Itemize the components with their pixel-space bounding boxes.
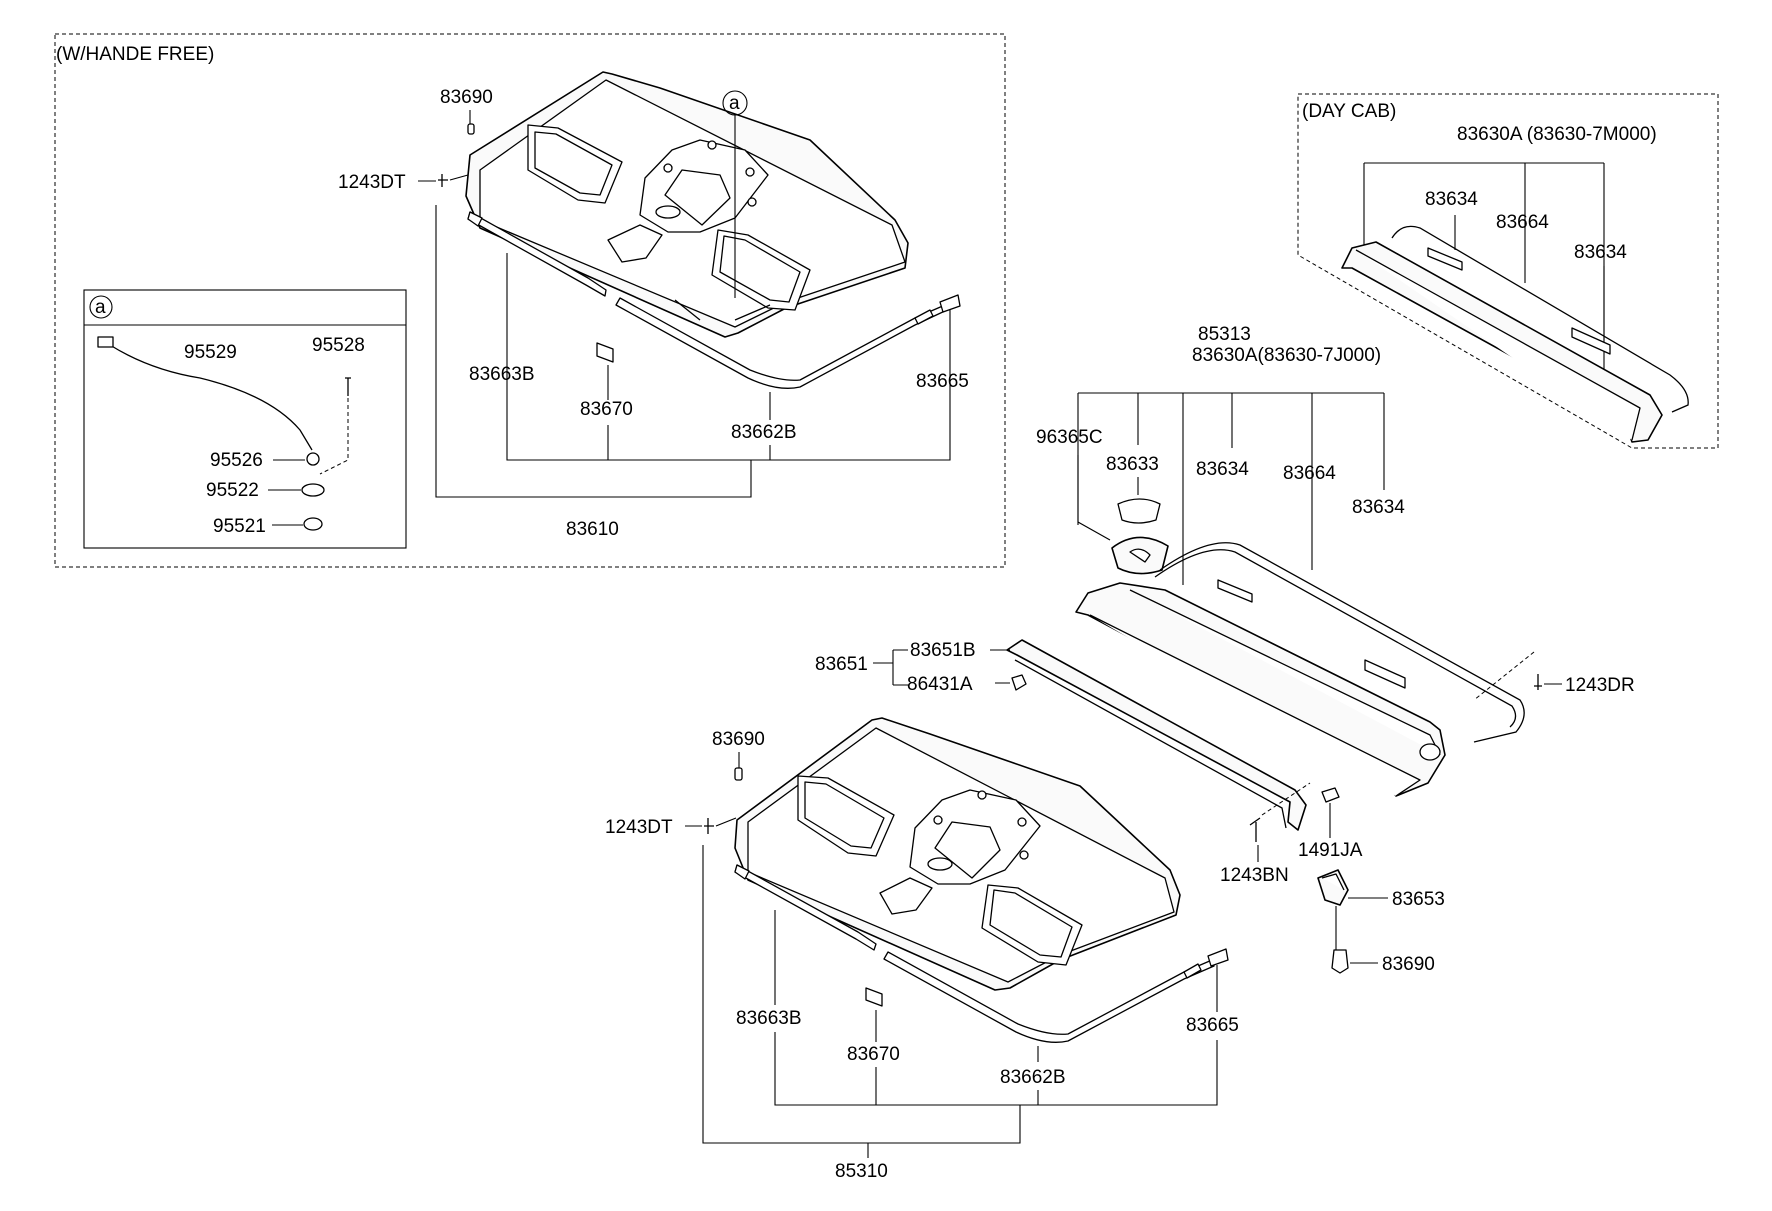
hands-free-group: (W/HANDE FREE) (54, 33, 1006, 568)
clip-83690-hf (467, 123, 475, 135)
label-95529: 95529 (184, 342, 237, 363)
day-cab-panel (1341, 225, 1689, 443)
label-83634-main-l: 83634 (1196, 459, 1249, 480)
package-tray-bottom (734, 717, 1181, 991)
detail-a-marker-circle (89, 295, 113, 319)
bolt-95528 (345, 377, 351, 396)
part-83633 (1117, 498, 1161, 524)
screw-1243DT-bottom (704, 818, 714, 834)
rail-frame-hands-free (467, 211, 961, 389)
label-96365C: 96365C (1036, 427, 1103, 448)
label-83634-main-r: 83634 (1352, 497, 1405, 518)
trim-strip-83651 (1006, 639, 1307, 831)
day-cab-frame (1297, 93, 1719, 449)
part-95521 (303, 517, 323, 531)
label-83630A-main: 83630A(83630-7J000) (1192, 345, 1381, 366)
label-83690-hf: 83690 (440, 87, 493, 108)
label-1243DT-hf: 1243DT (338, 172, 406, 193)
rail-frame-bottom (734, 864, 1229, 1043)
detail-a-frame (83, 289, 407, 549)
label-83690-bottom: 83690 (712, 729, 765, 750)
rear-panel-main (1075, 542, 1525, 797)
part-95522 (301, 483, 325, 497)
harness-95529 (109, 344, 313, 451)
label-83651B: 83651B (910, 640, 976, 661)
label-83665-hf: 83665 (916, 371, 969, 392)
label-83664-main: 83664 (1283, 463, 1336, 484)
day-cab-title: (DAY CAB) (1302, 101, 1396, 122)
label-83670-hf: 83670 (580, 399, 633, 420)
label-95526: 95526 (210, 450, 263, 471)
rear-panel-assembly: 85313 83630A(83630-7J000) 96365C 83633 8… (815, 324, 1635, 975)
label-1243DT-bottom: 1243DT (605, 817, 673, 838)
screw-1243BN (1249, 817, 1261, 842)
label-83630A-daycab: 83630A (83630-7M000) (1457, 124, 1657, 145)
label-83610-hf: 83610 (566, 519, 619, 540)
screw-1243DT-hf (438, 174, 448, 187)
label-1243BN: 1243BN (1220, 865, 1289, 886)
screw-1243DR (1534, 674, 1542, 690)
label-1243DR: 1243DR (1565, 675, 1635, 696)
label-85310: 85310 (835, 1161, 888, 1182)
part-95526 (306, 452, 320, 466)
detail-a-group: a 95529 95528 95526 95522 95521 (83, 289, 407, 549)
package-tray-hands-free (465, 71, 909, 338)
clip-83690-right (1331, 949, 1349, 974)
label-83663B-bottom: 83663B (736, 1008, 802, 1029)
hands-free-frame (54, 33, 1006, 568)
clip-83690-bottom (734, 767, 743, 781)
bracket-83670-bottom (865, 987, 883, 1007)
clip-86431A (1011, 674, 1027, 691)
label-83633: 83633 (1106, 454, 1159, 475)
label-86431A: 86431A (907, 674, 973, 695)
bracket-83670-hf (596, 342, 614, 363)
label-83651: 83651 (815, 654, 868, 675)
label-83634-daycab-l: 83634 (1425, 189, 1478, 210)
label-83664-daycab: 83664 (1496, 212, 1549, 233)
hands-free-title: (W/HANDE FREE) (56, 44, 214, 65)
detail-a-marker-text: a (95, 297, 106, 318)
clip-1491JA (1321, 787, 1340, 803)
label-95522: 95522 (206, 480, 259, 501)
label-95528: 95528 (312, 335, 365, 356)
label-1491JA: 1491JA (1298, 840, 1363, 861)
label-83665-bottom: 83665 (1186, 1015, 1239, 1036)
label-95521: 95521 (213, 516, 266, 537)
label-83662B-bottom: 83662B (1000, 1067, 1066, 1088)
label-85313: 85313 (1198, 324, 1251, 345)
callout-a-text: a (729, 93, 740, 114)
label-83670-bottom: 83670 (847, 1044, 900, 1065)
package-tray-bottom-group: 83690 1243DT 83663B 83670 83662B 83665 8… (605, 717, 1239, 1182)
label-83634-daycab-r: 83634 (1574, 242, 1627, 263)
day-cab-group: (DAY CAB) 83630A (83630-7M000) 83634 836… (1297, 93, 1719, 449)
label-83690-right: 83690 (1382, 954, 1435, 975)
label-83662B-hf: 83662B (731, 422, 797, 443)
label-83663B-hf: 83663B (469, 364, 535, 385)
label-83653: 83653 (1392, 889, 1445, 910)
